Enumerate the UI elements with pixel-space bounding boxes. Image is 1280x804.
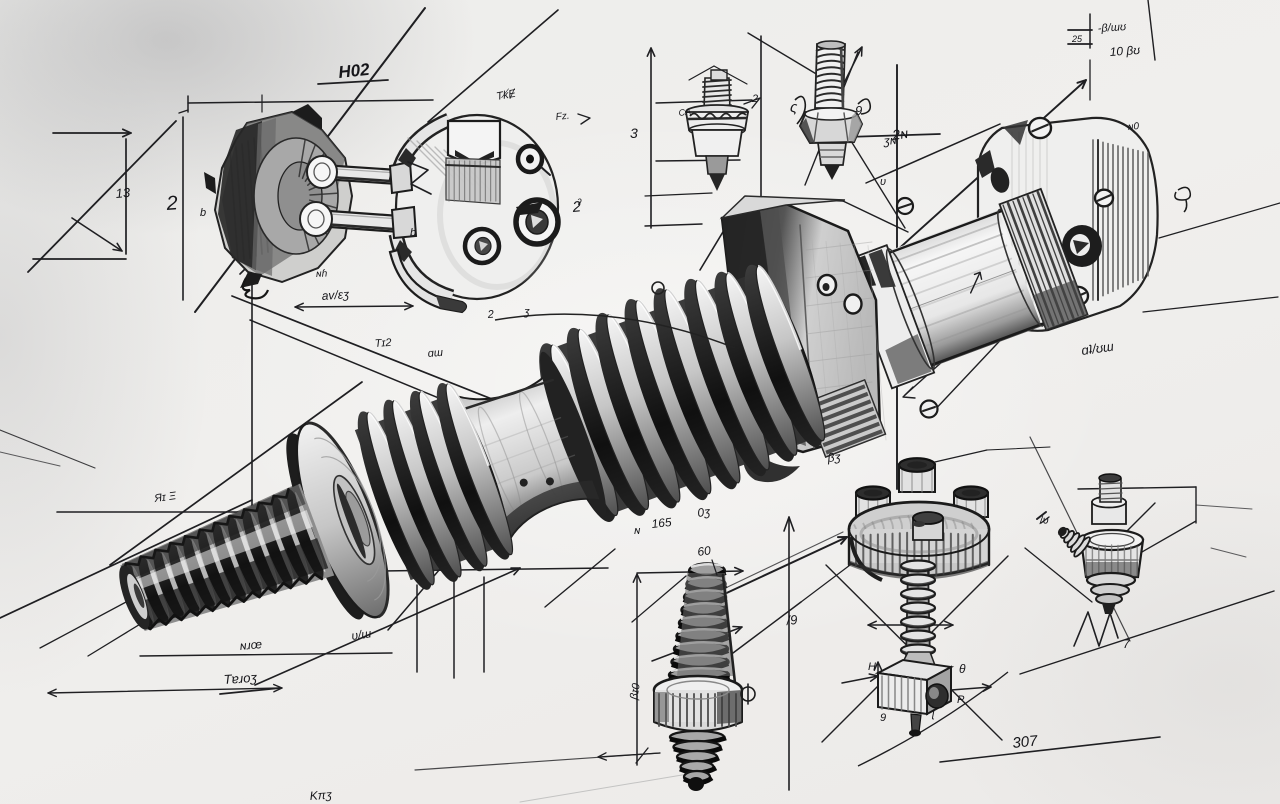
svg-text:ɴɹœ: ɴɹœ (239, 637, 262, 653)
svg-text:av/ɛʒ: av/ɛʒ (321, 287, 350, 303)
svg-text:P: P (957, 694, 965, 706)
svg-text:βʒ: βʒ (826, 450, 842, 465)
svg-text:-β/ɯʊ: -β/ɯʊ (1097, 21, 1127, 35)
svg-text:ɴɦ: ɴɦ (316, 268, 328, 280)
svg-text:Τɐɹοʒ: Τɐɹοʒ (223, 670, 258, 687)
svg-text:ʋ/ɯ: ʋ/ɯ (350, 626, 372, 643)
svg-text:ς: ς (790, 99, 798, 116)
svg-text:2: 2 (486, 309, 494, 322)
svg-text:13: 13 (115, 185, 131, 201)
svg-text:2ɴ: 2ɴ (890, 125, 909, 143)
svg-text:ʒ: ʒ (523, 306, 530, 318)
svg-text:ɴ0: ɴ0 (1127, 121, 1140, 133)
svg-text:b: b (410, 227, 416, 239)
svg-text:/9: /9 (785, 612, 798, 628)
svg-text:H02: H02 (337, 60, 371, 82)
svg-text:25: 25 (1071, 34, 1083, 44)
svg-text:307: 307 (1012, 732, 1039, 752)
svg-text:7: 7 (1123, 637, 1131, 651)
svg-text:ɑʇ/ʊɯ: ɑʇ/ʊɯ (1080, 339, 1115, 358)
svg-text:ɴ: ɴ (634, 525, 641, 537)
svg-text:3: 3 (630, 125, 638, 141)
svg-text:b: b (200, 207, 206, 219)
svg-text:ʋ: ʋ (880, 176, 886, 188)
svg-text:9: 9 (880, 712, 886, 724)
svg-text:2: 2 (571, 198, 582, 216)
svg-text:ɭ: ɭ (931, 708, 935, 720)
svg-text:/ʋ: /ʋ (1038, 514, 1049, 527)
svg-text:Яɪ Ξ: Яɪ Ξ (153, 490, 178, 505)
svg-text:Fz.: Fz. (555, 111, 570, 123)
svg-text:ɑɯ: ɑɯ (427, 347, 443, 360)
svg-text:2: 2 (165, 192, 179, 215)
svg-text:θ: θ (959, 662, 966, 676)
svg-text:Τɪ2: Τɪ2 (374, 337, 392, 350)
svg-text:9: 9 (855, 103, 862, 118)
svg-text:H: H (868, 661, 876, 673)
svg-text:60: 60 (696, 543, 711, 559)
svg-text:2: 2 (751, 93, 758, 105)
svg-text:0ʒ: 0ʒ (696, 504, 711, 520)
svg-text:10 βʊ: 10 βʊ (1109, 43, 1140, 59)
svg-text:βɪ0: βɪ0 (628, 681, 643, 701)
svg-text:CA: CA (678, 106, 692, 118)
svg-text:ʔ: ʔ (577, 197, 582, 207)
svg-text:165: 165 (651, 515, 673, 531)
svg-text:Kπʒ: Kπʒ (309, 787, 333, 803)
svg-text:ʒɴ: ʒɴ (882, 133, 897, 148)
svg-text:╱: ╱ (501, 88, 510, 98)
svg-text:TkɆ: TkɆ (495, 88, 517, 103)
